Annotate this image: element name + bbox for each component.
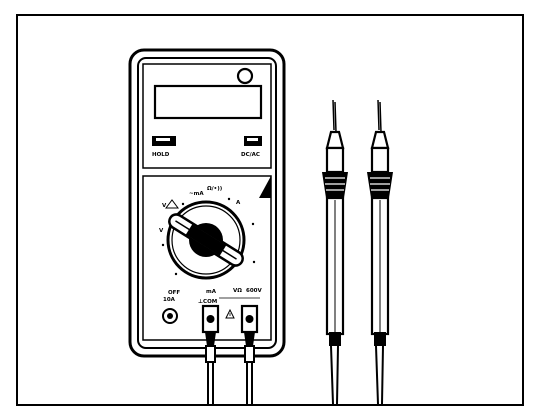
hold-key-caption: HOLD — [152, 152, 170, 158]
jack-label: VΩ — [233, 288, 242, 294]
range-label: V — [162, 203, 167, 209]
range-label: Ω/•)) — [207, 186, 223, 192]
jack-label: ⊥COM — [198, 299, 217, 305]
meter-upper-panel — [142, 63, 272, 169]
lcd-display — [153, 84, 263, 120]
warning-triangle-icon — [225, 308, 235, 319]
range-label: mA — [206, 289, 217, 295]
range-label: V — [159, 228, 164, 234]
range-label: A — [236, 200, 241, 206]
plugged-leads — [205, 332, 255, 404]
jack-label: 600V — [246, 288, 262, 294]
jack-com-with-plug — [201, 304, 220, 334]
multimeter: HOLD DC/AC ~mA Ω/•)) V A V OFF mA — [128, 48, 286, 358]
range-label: OFF — [168, 290, 180, 296]
rotary-dial — [166, 200, 246, 280]
test-probe-right — [367, 99, 393, 405]
range-label: ~mA — [189, 191, 204, 197]
test-probe-left — [322, 99, 348, 405]
illustration-frame — [16, 14, 524, 406]
jack-10a — [162, 308, 178, 324]
dial-pointer — [168, 213, 244, 267]
dc-ac-key-caption: DC/AC — [241, 152, 260, 158]
jack-label: 10A — [163, 297, 176, 303]
jack-v-ohm-with-plug — [240, 304, 259, 334]
power-indicator-icon — [236, 67, 254, 85]
